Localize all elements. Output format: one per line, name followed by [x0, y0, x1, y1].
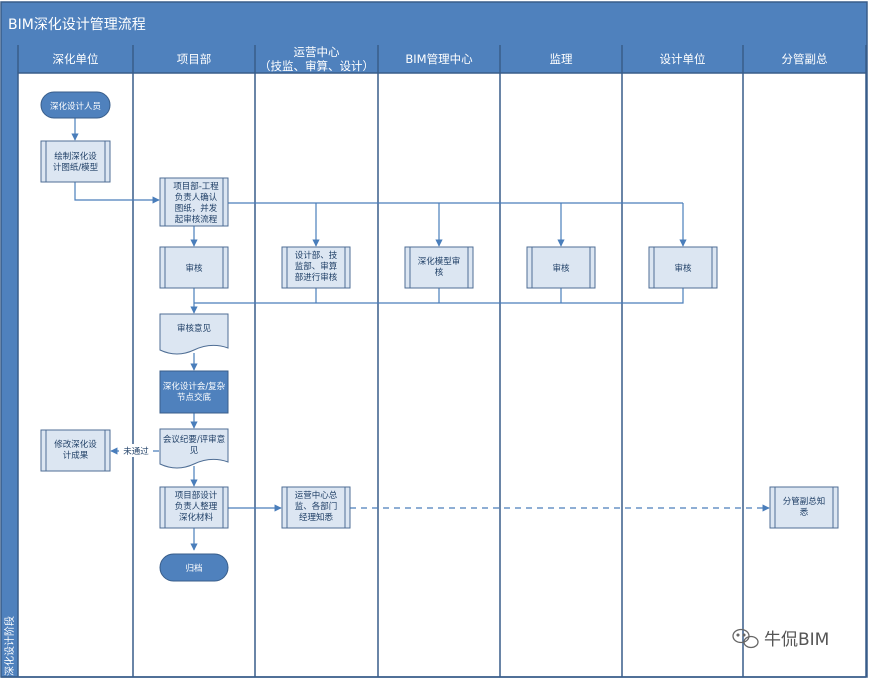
edge-label-bg — [119, 444, 153, 457]
node-text-line: 节点交底 — [177, 392, 212, 403]
title-bar — [1, 2, 867, 45]
phase-label: 深化设计阶段 — [3, 616, 16, 676]
wechat-icon — [732, 628, 759, 649]
lane-header-ops: 运营中心 — [294, 45, 340, 59]
node-draw — [40, 140, 111, 183]
node-meeting-text: 深化设计会/复杂节点交底 — [163, 381, 226, 403]
node-text-line: 计图纸/模型 — [53, 162, 99, 173]
node-text-line: 核 — [435, 267, 444, 278]
node-text-line: 部进行审核 — [295, 272, 338, 283]
node-minutes — [159, 428, 229, 469]
lane-header-design: 设计单位 — [660, 52, 706, 66]
node-text-line: 深化设计人员 — [50, 101, 101, 112]
node-opinion — [159, 313, 229, 355]
node-text-line: 经理知悉 — [299, 512, 334, 523]
node-text-line: 审核 — [552, 263, 570, 274]
lane-header-bim: BIM管理中心 — [405, 52, 473, 66]
lane-header-project: 项目部 — [177, 52, 212, 66]
node-text-line: 见 — [190, 446, 199, 456]
node-start — [40, 91, 111, 119]
node-review-bim-text: 深化模型审核 — [418, 256, 461, 278]
node-archive — [159, 553, 229, 582]
watermark-text: 牛侃BIM — [764, 630, 829, 650]
node-text-line: 深化材料 — [179, 512, 214, 523]
lane-separators — [1, 45, 867, 678]
node-text-line: 运营中心总 — [295, 490, 338, 501]
node-text-line: 项目部-工程 — [173, 181, 219, 192]
node-revise — [40, 429, 111, 472]
node-text-line: 图纸，并发 — [175, 203, 218, 214]
node-draw-text: 绘制深化设计图纸/模型 — [53, 151, 99, 173]
node-text-line: 项目部设计 — [175, 490, 218, 501]
node-vp-notify — [769, 486, 839, 529]
edge-label-not-passed: 未通过 — [123, 446, 149, 457]
lane-header-ops-sub: （技监、审算、设计） — [259, 59, 374, 73]
node-text-line: 设计部、技 — [295, 250, 338, 261]
node-revise-text: 修改深化设计成果 — [54, 439, 97, 461]
node-review-sup-text: 审核 — [552, 263, 570, 274]
node-text-line: 深化设计会/复杂 — [163, 381, 226, 392]
node-review-pm-text: 审核 — [185, 263, 203, 274]
lane-header-vp: 分管副总 — [782, 52, 828, 66]
edge-draw-confirm — [74, 182, 160, 204]
lane-header-supervision: 监理 — [550, 52, 573, 66]
phase-column — [1, 73, 18, 677]
node-archive-text: 归档 — [185, 563, 202, 574]
node-compile-text: 项目部设计负责人整理深化材料 — [175, 490, 218, 523]
node-text-line: 修改深化设 — [54, 439, 97, 450]
node-review-bim — [404, 246, 474, 289]
node-meeting — [159, 370, 229, 414]
node-text-line: 悉 — [800, 507, 809, 518]
node-review-des — [648, 246, 718, 289]
node-ops-notify — [281, 486, 351, 529]
node-start-text: 深化设计人员 — [50, 101, 101, 112]
watermark: 牛侃BIM — [732, 628, 829, 650]
node-text-line: 监、各部门 — [295, 501, 338, 512]
edge-merge-bus — [194, 288, 684, 304]
node-minutes-text: 会议纪要/评审意见 — [163, 434, 225, 456]
lane-headers: 深化单位 项目部 运营中心 （技监、审算、设计） BIM管理中心 监理 设计单位… — [53, 45, 828, 73]
node-text-line: 分管副总知 — [783, 496, 826, 507]
node-confirm-text: 项目部-工程负责人确认图纸，并发起审核流程 — [173, 181, 219, 225]
node-ops-notify-text: 运营中心总监、各部门经理知悉 — [295, 490, 338, 523]
node-review-pm — [159, 246, 229, 289]
node-text-line: 归档 — [185, 563, 202, 574]
node-text-line: 负责人整理 — [175, 501, 218, 512]
lane-header-shenhua: 深化单位 — [53, 52, 99, 66]
node-review-ops-text: 设计部、技监部、审算部进行审核 — [295, 250, 338, 283]
node-text-line: 起审核流程 — [175, 214, 218, 225]
node-text-line: 审核 — [674, 263, 692, 274]
node-review-ops — [281, 246, 351, 289]
node-vp-notify-text: 分管副总知悉 — [783, 496, 826, 518]
lane-header-row — [1, 45, 867, 73]
node-text-line: 绘制深化设 — [54, 151, 97, 162]
node-text-line: 负责人确认 — [175, 192, 218, 203]
node-review-sup — [526, 246, 596, 289]
node-confirm — [159, 177, 229, 227]
node-text-line: 审核 — [185, 263, 203, 274]
diagram-title: BIM深化设计管理流程 — [8, 17, 146, 33]
node-opinion-text: 审核意见 — [177, 323, 212, 334]
node-review-des-text: 审核 — [674, 263, 692, 274]
node-text-line: 深化模型审 — [418, 256, 461, 267]
node-compile — [159, 486, 229, 529]
node-text-line: 会议纪要/评审意 — [163, 434, 225, 445]
node-text-line: 计成果 — [63, 450, 89, 461]
node-text-line: 监部、审算 — [295, 261, 338, 272]
node-text-line: 审核意见 — [177, 323, 212, 334]
